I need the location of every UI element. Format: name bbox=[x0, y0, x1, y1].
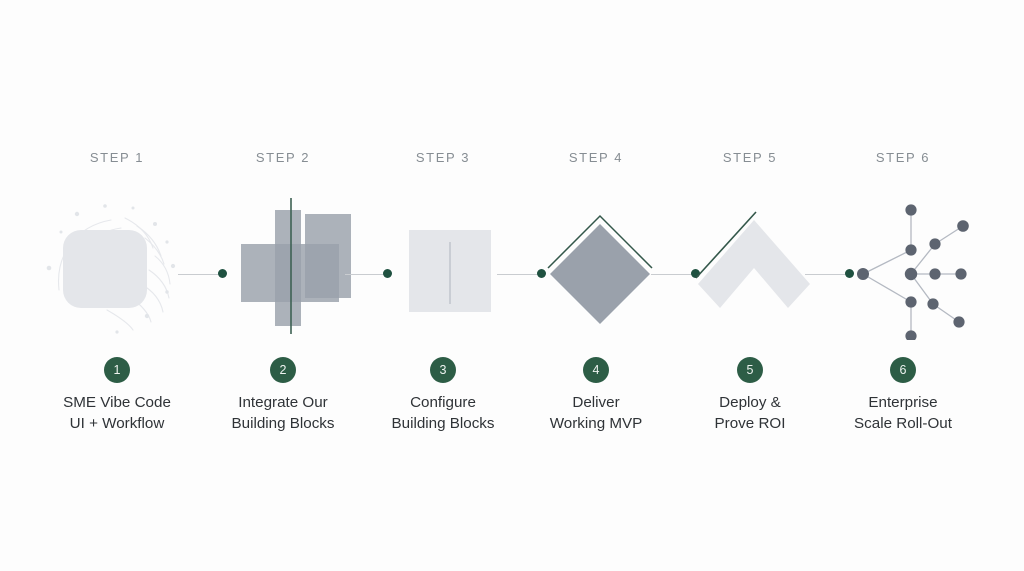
step-3-caption-line1: Configure bbox=[410, 394, 476, 411]
overlapping-blocks-icon bbox=[198, 192, 368, 340]
step-6-caption: Enterprise Scale Roll-Out bbox=[806, 392, 1000, 434]
chevron-up-icon bbox=[665, 192, 835, 340]
step-2-number: 2 bbox=[270, 357, 296, 383]
connector-2-3 bbox=[345, 269, 392, 279]
step-5-number: 5 bbox=[737, 357, 763, 383]
connector-line bbox=[345, 273, 391, 275]
connector-4-5 bbox=[651, 269, 700, 279]
connector-line bbox=[651, 273, 699, 275]
connector-dot bbox=[537, 269, 546, 278]
step-4-kicker: STEP 4 bbox=[568, 150, 624, 165]
connector-line bbox=[805, 273, 853, 275]
step-1[interactable]: STEP 1 bbox=[32, 0, 202, 571]
step-3-kicker: STEP 3 bbox=[415, 150, 471, 165]
step-4[interactable]: STEP 4 4 Deliver Working MVP bbox=[511, 0, 681, 571]
connector-dot bbox=[218, 269, 227, 278]
step-4-number: 4 bbox=[583, 357, 609, 383]
connector-line bbox=[178, 273, 226, 275]
rounded-square-swirl-icon bbox=[32, 192, 202, 340]
step-2[interactable]: STEP 2 2 Integrate Our Building Blocks bbox=[198, 0, 368, 571]
connector-line bbox=[497, 273, 545, 275]
step-1-caption-line1: SME Vibe Code bbox=[63, 394, 171, 411]
split-square-icon bbox=[358, 192, 528, 340]
connector-3-4 bbox=[497, 269, 546, 279]
step-2-caption-line1: Integrate Our bbox=[238, 394, 328, 411]
step-1-kicker: STEP 1 bbox=[89, 150, 145, 165]
step-6[interactable]: STEP 6 bbox=[818, 0, 988, 571]
connector-5-6 bbox=[805, 269, 854, 279]
step-5-caption-line2: Prove ROI bbox=[714, 415, 786, 432]
step-4-caption-line1: Deliver bbox=[572, 394, 620, 411]
step-3-caption-line2: Building Blocks bbox=[391, 415, 495, 432]
step-3-caption: Configure Building Blocks bbox=[346, 392, 540, 434]
step-2-caption-line2: Building Blocks bbox=[231, 415, 335, 432]
connector-1-2 bbox=[178, 269, 227, 279]
step-2-caption: Integrate Our Building Blocks bbox=[186, 392, 380, 434]
step-5-caption: Deploy & Prove ROI bbox=[653, 392, 847, 434]
step-1-caption-line2: UI + Workflow bbox=[69, 415, 165, 432]
step-6-kicker: STEP 6 bbox=[875, 150, 931, 165]
connector-dot bbox=[383, 269, 392, 278]
step-6-caption-line2: Scale Roll-Out bbox=[854, 415, 952, 432]
step-2-kicker: STEP 2 bbox=[255, 150, 311, 165]
step-3[interactable]: STEP 3 3 Configure Building Blocks bbox=[358, 0, 528, 571]
connector-dot bbox=[691, 269, 700, 278]
step-3-number: 3 bbox=[430, 357, 456, 383]
network-nodes-icon bbox=[818, 192, 988, 340]
connector-dot bbox=[845, 269, 854, 278]
diamond-chevron-icon bbox=[511, 192, 681, 340]
step-6-caption-line1: Enterprise bbox=[868, 394, 938, 411]
step-5-kicker: STEP 5 bbox=[722, 150, 778, 165]
step-6-number: 6 bbox=[890, 357, 916, 383]
step-5[interactable]: STEP 5 5 Deploy & Prove ROI bbox=[665, 0, 835, 571]
step-4-caption-line2: Working MVP bbox=[549, 415, 643, 432]
step-4-caption: Deliver Working MVP bbox=[499, 392, 693, 434]
step-1-caption: SME Vibe Code UI + Workflow bbox=[20, 392, 214, 434]
step-1-number: 1 bbox=[104, 357, 130, 383]
step-5-caption-line1: Deploy & bbox=[719, 394, 781, 411]
